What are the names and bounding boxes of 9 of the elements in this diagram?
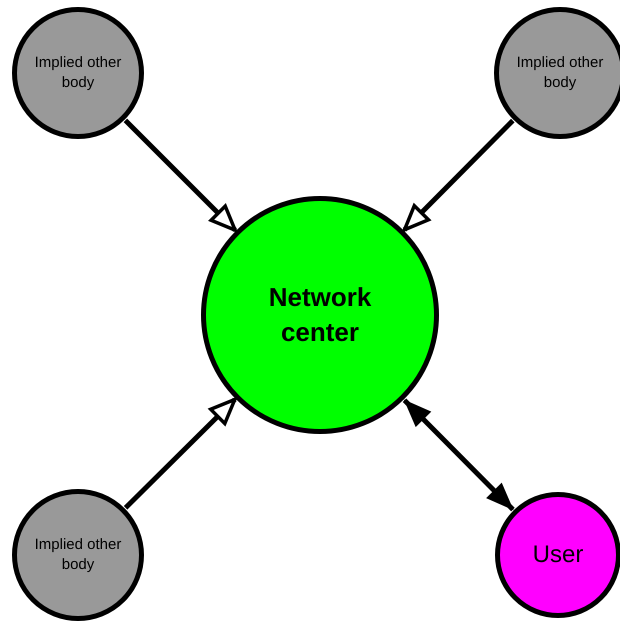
node-label: Implied other body	[516, 52, 604, 93]
arrow	[402, 118, 515, 232]
node-label: User	[532, 540, 584, 570]
arrow	[402, 398, 515, 512]
arrow	[124, 118, 237, 232]
node-label: Implied other body	[34, 52, 122, 93]
node-label: Implied other body	[34, 534, 122, 575]
node-label: Network center	[268, 280, 372, 349]
arrow	[124, 398, 237, 510]
